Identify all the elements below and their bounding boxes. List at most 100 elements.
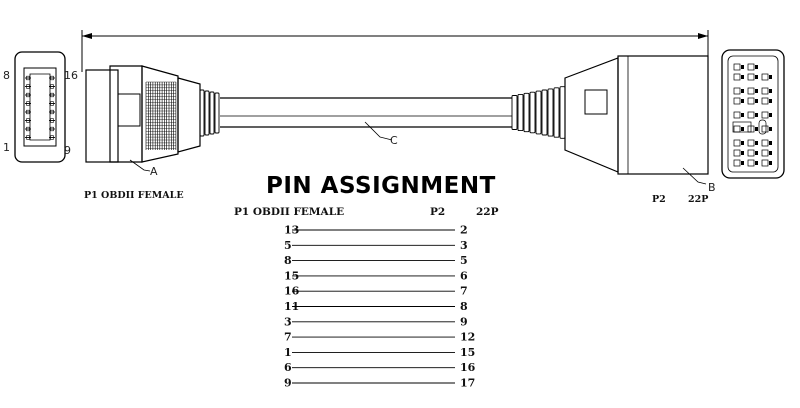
p2-cavity-mark [769,89,772,93]
p2-pin-number: 17 [460,377,475,390]
strain-relief-rib [523,92,530,133]
p2-cavity-mark [755,65,758,69]
p2-cavity-mark [761,111,769,119]
p2-cavity-mark [747,87,755,95]
obd-pin-mark [26,126,30,132]
obd-pin-label-16: 16 [64,69,78,82]
length-dimension [81,30,709,72]
table-row: 9 17 [284,377,475,390]
p2-pin-number: 5 [460,254,468,267]
obd-pin-mark [50,109,54,115]
p2-cavity-mark [733,73,741,81]
p1-connector-label: P1 OBDII FEMALE [84,190,184,201]
obd-pin-mark [50,118,54,123]
p2-cavity-mark [733,87,741,95]
p2-cavity-mark [769,113,772,117]
p2-cavity-mark [741,127,744,131]
obd-pin-mark [26,75,30,81]
obd-pin-mark [26,84,30,89]
obd-pin-mark [26,135,30,140]
p2-cavity-mark [755,127,758,131]
p2-cavity-mark [769,127,772,131]
p2-pin-number: 15 [460,346,475,359]
p2-cavity-mark [733,63,741,71]
p2-cavity-mark [755,151,758,155]
strain-relief-rib [209,91,215,135]
obd-pin-label-1: 1 [3,141,10,154]
p2-cavity-mark [741,89,744,93]
p2-cavity-mark [733,139,741,147]
obd-pin-mark [50,92,54,98]
obd-pin-mark [26,92,30,98]
p2-key-mark [758,119,767,135]
p2-cavity-mark [741,151,744,155]
p2-label-prefix: P2 [652,194,666,205]
p2-pin-number: 6 [460,269,468,282]
obd-pin-mark [50,75,54,81]
p2-cavity-mark [761,149,769,157]
p2-cavity-mark [761,73,769,81]
p1-pin-number: 6 [284,361,292,374]
p1-pin-number: 5 [284,239,292,252]
p2-cavity-mark [755,113,758,117]
obd-pin-mark [50,101,54,106]
strain-relief-rib [529,91,536,134]
strain-relief-rib [547,88,554,137]
p2-cavity-mark [755,99,758,103]
p2-key-mark [732,121,752,133]
cable [220,97,512,141]
table-header-p1: P1 OBDII FEMALE [234,206,344,218]
p2-cavity-mark [761,125,769,133]
p2-cavity-mark [761,139,769,147]
strain-relief-rib [541,89,548,136]
strain-relief-rib [535,90,542,135]
p2-cavity-mark [747,139,755,147]
p2-cavity-mark [769,151,772,155]
p2-pin-number: 9 [460,315,468,328]
p2-cavity-mark [755,75,758,79]
p2-cavity-mark [747,159,755,167]
p1-connector-body [85,65,220,163]
obd-pin-label-8: 8 [3,69,10,82]
p2-cavity-mark [747,97,755,105]
p2-cavity-mark [761,97,769,105]
p1-pin-number: 9 [284,377,292,390]
obd-pin-mark [26,118,30,123]
p2-cavity-mark [733,159,741,167]
obd-pin-mark [50,135,54,140]
p2-cavity-mark [747,149,755,157]
p2-cavity-mark [741,99,744,103]
p1-pin-number: 15 [284,269,299,282]
p1-pin-number: 3 [284,315,292,328]
p2-cavity-mark [747,111,755,119]
obd2-connector-face [14,51,66,163]
strain-relief-rib [553,87,560,138]
p2-cavity-mark [741,113,744,117]
p2-cavity-mark [733,149,741,157]
p2-cavity-mark [755,89,758,93]
p2-cavity-mark [769,161,772,165]
p2-cavity-mark [747,63,755,71]
p2-cavity-mark [755,161,758,165]
p2-label-pins: 22P [688,194,708,205]
p2-cavity-mark [747,73,755,81]
table-header-22p: 22P [476,206,499,218]
p2-cavity-mark [733,125,741,133]
cable-callout-c: C [390,134,398,147]
p2-pin-number: 16 [460,361,476,374]
strain-relief-rib [517,93,524,132]
p1-pin-number: 7 [284,331,292,344]
obd-pin-label-9: 9 [64,144,71,157]
table-row: 6 16 [284,361,476,374]
p2-pin-number: 2 [460,224,468,237]
p2-cavity-mark [733,97,741,105]
